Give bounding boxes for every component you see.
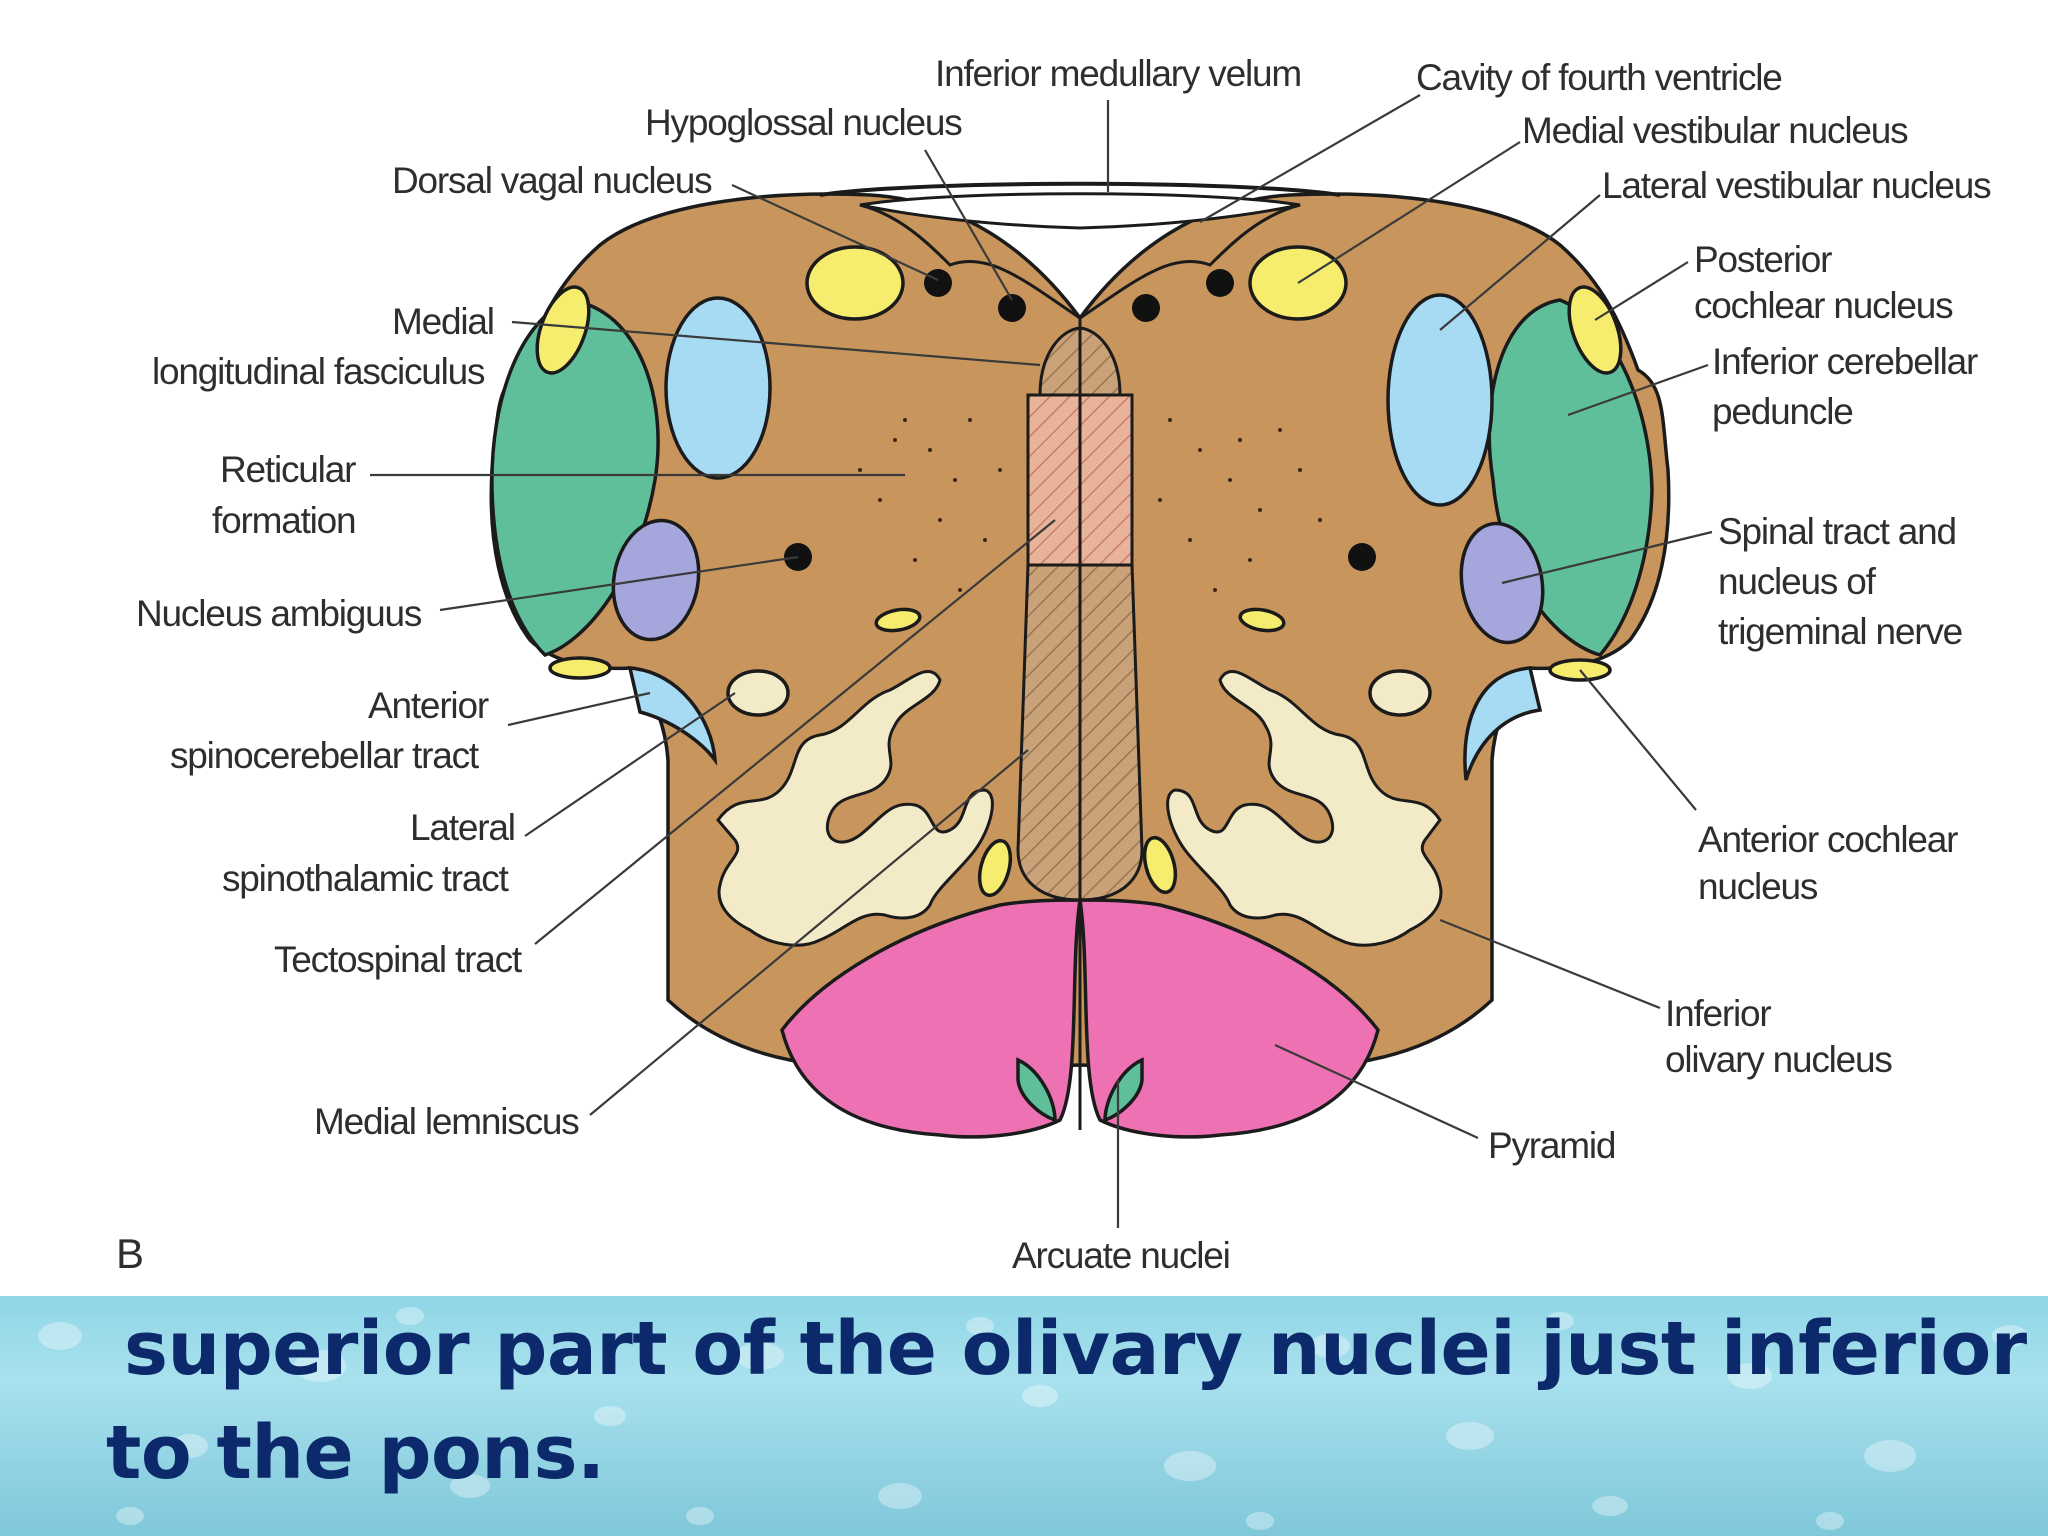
caption-text-line-2: to the pons. bbox=[106, 1410, 605, 1496]
label-nucleus-ambiguus: Nucleus ambiguus bbox=[136, 593, 422, 634]
label-anterior-cochlear-nucleus-1: Anterior cochlear bbox=[1698, 819, 1958, 860]
spinal-trigeminal-left bbox=[611, 518, 701, 642]
inferior-medullary-velum-shape bbox=[819, 181, 1341, 197]
lateral-vestibular-nucleus-left bbox=[664, 296, 772, 480]
label-cavity-of-fourth-ventricle: Cavity of fourth ventricle bbox=[1416, 57, 1782, 98]
small-yellow-right bbox=[1142, 835, 1178, 895]
tectospinal-yellow-left bbox=[874, 607, 922, 633]
label-medial-vestibular-nucleus: Medial vestibular nucleus bbox=[1522, 110, 1908, 151]
fourth-ventricle-cavity bbox=[859, 192, 1301, 230]
label-inferior-olivary-nucleus-1: Inferior bbox=[1665, 993, 1771, 1034]
medulla-diagram: Inferior medullary velum Cavity of fourt… bbox=[116, 53, 1992, 1277]
hypoglossal-nucleus-left bbox=[998, 294, 1026, 322]
label-spinal-tract-trigeminal-1: Spinal tract and bbox=[1718, 511, 1956, 552]
caption-text-line-1: superior part of the olivary nuclei just… bbox=[124, 1306, 2027, 1392]
lateral-spinothalamic-right bbox=[1368, 669, 1432, 717]
arcuate-nucleus-left bbox=[1016, 1057, 1057, 1123]
label-medial-lemniscus: Medial lemniscus bbox=[314, 1101, 579, 1142]
water-drops-texture bbox=[38, 1307, 2028, 1530]
dorsal-vagal-nucleus-right bbox=[1206, 269, 1234, 297]
arcuate-nucleus-right bbox=[1103, 1057, 1144, 1123]
reticular-formation-speckle bbox=[858, 418, 1322, 592]
label-inferior-medullary-velum: Inferior medullary velum bbox=[935, 53, 1301, 94]
posterior-cochlear-nucleus-right bbox=[1567, 285, 1623, 375]
panel-letter: B bbox=[116, 1230, 143, 1277]
label-inferior-cerebellar-peduncle-2: peduncle bbox=[1712, 391, 1853, 432]
label-reticular-formation-1: Reticular bbox=[220, 449, 356, 490]
leader-lines bbox=[370, 94, 1713, 1228]
small-yellow-left bbox=[977, 838, 1013, 898]
medial-vestibular-nucleus-left bbox=[805, 245, 905, 321]
label-posterior-cochlear-nucleus-1: Posterior bbox=[1694, 239, 1832, 280]
label-lateral-vestibular-nucleus: Lateral vestibular nucleus bbox=[1602, 165, 1991, 206]
lateral-spinothalamic-left bbox=[726, 669, 790, 717]
medial-lemniscus-right bbox=[1078, 563, 1144, 902]
label-inferior-olivary-nucleus-2: olivary nucleus bbox=[1665, 1039, 1892, 1080]
lateral-vestibular-nucleus-right bbox=[1386, 293, 1494, 507]
posterior-cochlear-nucleus-left bbox=[535, 285, 591, 375]
medial-lemniscus-left bbox=[1016, 563, 1082, 902]
label-anterior-spinocerebellar-1: Anterior bbox=[368, 685, 489, 726]
label-anterior-cochlear-nucleus-2: nucleus bbox=[1698, 866, 1818, 907]
nucleus-ambiguus-right bbox=[1348, 543, 1376, 571]
pyramid-right bbox=[1077, 898, 1380, 1139]
label-arcuate-nuclei: Arcuate nuclei bbox=[1012, 1235, 1230, 1276]
label-spinal-tract-trigeminal-3: trigeminal nerve bbox=[1718, 611, 1962, 652]
label-tectospinal-tract: Tectospinal tract bbox=[274, 939, 523, 980]
dorsal-vagal-nucleus-left bbox=[924, 269, 952, 297]
diagram-labels: Inferior medullary velum Cavity of fourt… bbox=[116, 53, 1992, 1277]
label-posterior-cochlear-nucleus-2: cochlear nucleus bbox=[1694, 285, 1953, 326]
yellow-fringe-left bbox=[548, 656, 612, 680]
label-pyramid: Pyramid bbox=[1488, 1125, 1615, 1166]
label-medial-longitudinal-fasciculus-2: longitudinal fasciculus bbox=[152, 351, 485, 392]
label-lateral-spinothalamic-1: Lateral bbox=[410, 807, 515, 848]
medulla-cross-section-figure: Inferior medullary velum Cavity of fourt… bbox=[116, 53, 1993, 1277]
label-lateral-spinothalamic-2: spinothalamic tract bbox=[222, 858, 510, 899]
inferior-olivary-nucleus-right bbox=[1166, 669, 1443, 947]
label-spinal-tract-trigeminal-2: nucleus of bbox=[1718, 561, 1877, 602]
label-hypoglossal-nucleus: Hypoglossal nucleus bbox=[645, 102, 962, 143]
tectospinal-tract-left bbox=[1026, 393, 1082, 567]
anterior-cochlear-nucleus-right bbox=[1463, 666, 1543, 781]
caption-banner: superior part of the olivary nuclei just… bbox=[0, 1296, 2048, 1536]
label-medial-longitudinal-fasciculus-1: Medial bbox=[392, 301, 494, 342]
tectospinal-yellow-right bbox=[1238, 607, 1286, 633]
hypoglossal-nucleus-right bbox=[1132, 294, 1160, 322]
label-dorsal-vagal-nucleus: Dorsal vagal nucleus bbox=[392, 160, 712, 201]
label-reticular-formation-2: formation bbox=[212, 500, 355, 541]
anterior-spinocerebellar-left bbox=[627, 666, 718, 766]
tectospinal-tract-right bbox=[1078, 393, 1134, 567]
label-anterior-spinocerebellar-2: spinocerebellar tract bbox=[170, 735, 480, 776]
inferior-olivary-nucleus-left bbox=[716, 669, 994, 947]
pyramid-left bbox=[780, 898, 1083, 1139]
label-inferior-cerebellar-peduncle-1: Inferior cerebellar bbox=[1712, 341, 1978, 382]
